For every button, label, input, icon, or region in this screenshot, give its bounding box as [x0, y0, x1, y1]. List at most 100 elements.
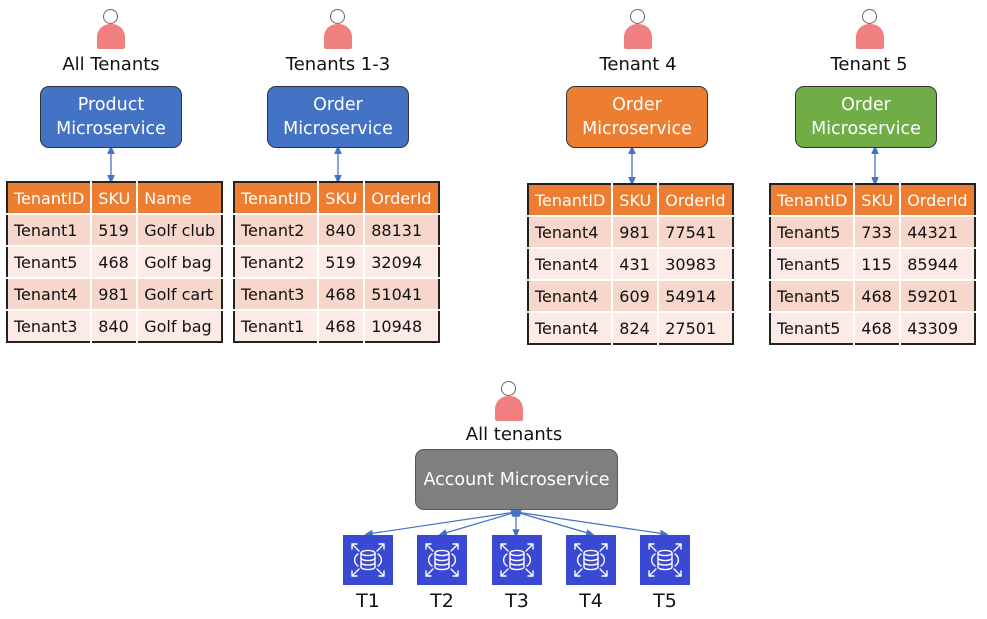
table-cell: Golf club — [137, 213, 223, 246]
column-header: SKU — [91, 182, 139, 214]
table-cell: 609 — [612, 279, 660, 312]
table-cell: 733 — [854, 215, 902, 248]
table-cell: 27501 — [658, 311, 733, 344]
column-title: Tenants 1-3 — [285, 54, 391, 75]
table-cell: Tenant4 — [528, 215, 614, 248]
column-header: TenantID — [770, 184, 856, 216]
column-title: Tenant 4 — [599, 54, 677, 75]
table-cell: 519 — [91, 213, 139, 246]
table-cell: 468 — [854, 279, 902, 312]
table-cell: 30983 — [658, 247, 733, 280]
table-cell: 88131 — [364, 213, 439, 246]
column-header: TenantID — [7, 182, 93, 214]
table-cell: 44321 — [900, 215, 975, 248]
database-icon — [343, 535, 393, 585]
table-cell: Tenant3 — [234, 277, 320, 310]
table-cell: Tenant4 — [528, 247, 614, 280]
person-icon — [493, 381, 525, 423]
table-cell: 981 — [91, 277, 139, 310]
table-cell: Tenant5 — [770, 311, 856, 344]
table-cell: Tenant2 — [234, 245, 320, 278]
connector-account-t5 — [512, 509, 669, 537]
column-header: SKU — [854, 184, 902, 216]
table-cell: Golf cart — [137, 277, 223, 310]
database-icon — [640, 535, 690, 585]
column-header: OrderId — [364, 182, 439, 214]
database-icon — [566, 535, 616, 585]
account-title: All tenants — [465, 424, 563, 445]
table-cell: 840 — [91, 309, 139, 342]
database-icon — [417, 535, 467, 585]
database-label: T2 — [430, 590, 454, 612]
person-icon — [95, 9, 127, 51]
table-cell: 77541 — [658, 215, 733, 248]
table-cell: 468 — [91, 245, 139, 278]
column-title: All Tenants — [62, 54, 160, 75]
table-cell: 85944 — [900, 247, 975, 280]
column-header: TenantID — [528, 184, 614, 216]
table-cell: Tenant1 — [7, 213, 93, 246]
database-label: T3 — [505, 590, 529, 612]
person-icon — [622, 9, 654, 51]
column-header: SKU — [612, 184, 660, 216]
database-label: T5 — [653, 590, 677, 612]
table-cell: Tenant5 — [770, 279, 856, 312]
table-cell: Tenant4 — [7, 277, 93, 310]
column-header: Name — [137, 182, 223, 214]
person-icon — [322, 9, 354, 51]
table-cell: 468 — [318, 277, 366, 310]
connector-account-t4 — [512, 509, 595, 537]
table-cell: Tenant4 — [528, 279, 614, 312]
table-cell: Golf bag — [137, 309, 223, 342]
table-cell: Tenant1 — [234, 309, 320, 342]
table-cell: Tenant3 — [7, 309, 93, 342]
table-cell: 51041 — [364, 277, 439, 310]
database-label: T4 — [579, 590, 603, 612]
table-cell: 981 — [612, 215, 660, 248]
column-header: OrderId — [658, 184, 733, 216]
account-microservice[interactable]: Account Microservice — [415, 449, 618, 510]
table-cell: 431 — [612, 247, 660, 280]
table-cell: 59201 — [900, 279, 975, 312]
connector-account-t2 — [438, 509, 520, 537]
table-cell: 519 — [318, 245, 366, 278]
database-icon — [492, 535, 542, 585]
table-cell: Tenant5 — [770, 215, 856, 248]
table-cell: 10948 — [364, 309, 439, 342]
table-cell: Tenant5 — [7, 245, 93, 278]
column-title: Tenant 5 — [830, 54, 908, 75]
database-label: T1 — [356, 590, 380, 612]
connector-account-t1 — [364, 509, 520, 537]
table-cell: 32094 — [364, 245, 439, 278]
table-cell: 468 — [854, 311, 902, 344]
column-header: TenantID — [234, 182, 320, 214]
table-cell: 824 — [612, 311, 660, 344]
table-cell: 468 — [318, 309, 366, 342]
table-cell: Tenant4 — [528, 311, 614, 344]
table-cell: Tenant5 — [770, 247, 856, 280]
